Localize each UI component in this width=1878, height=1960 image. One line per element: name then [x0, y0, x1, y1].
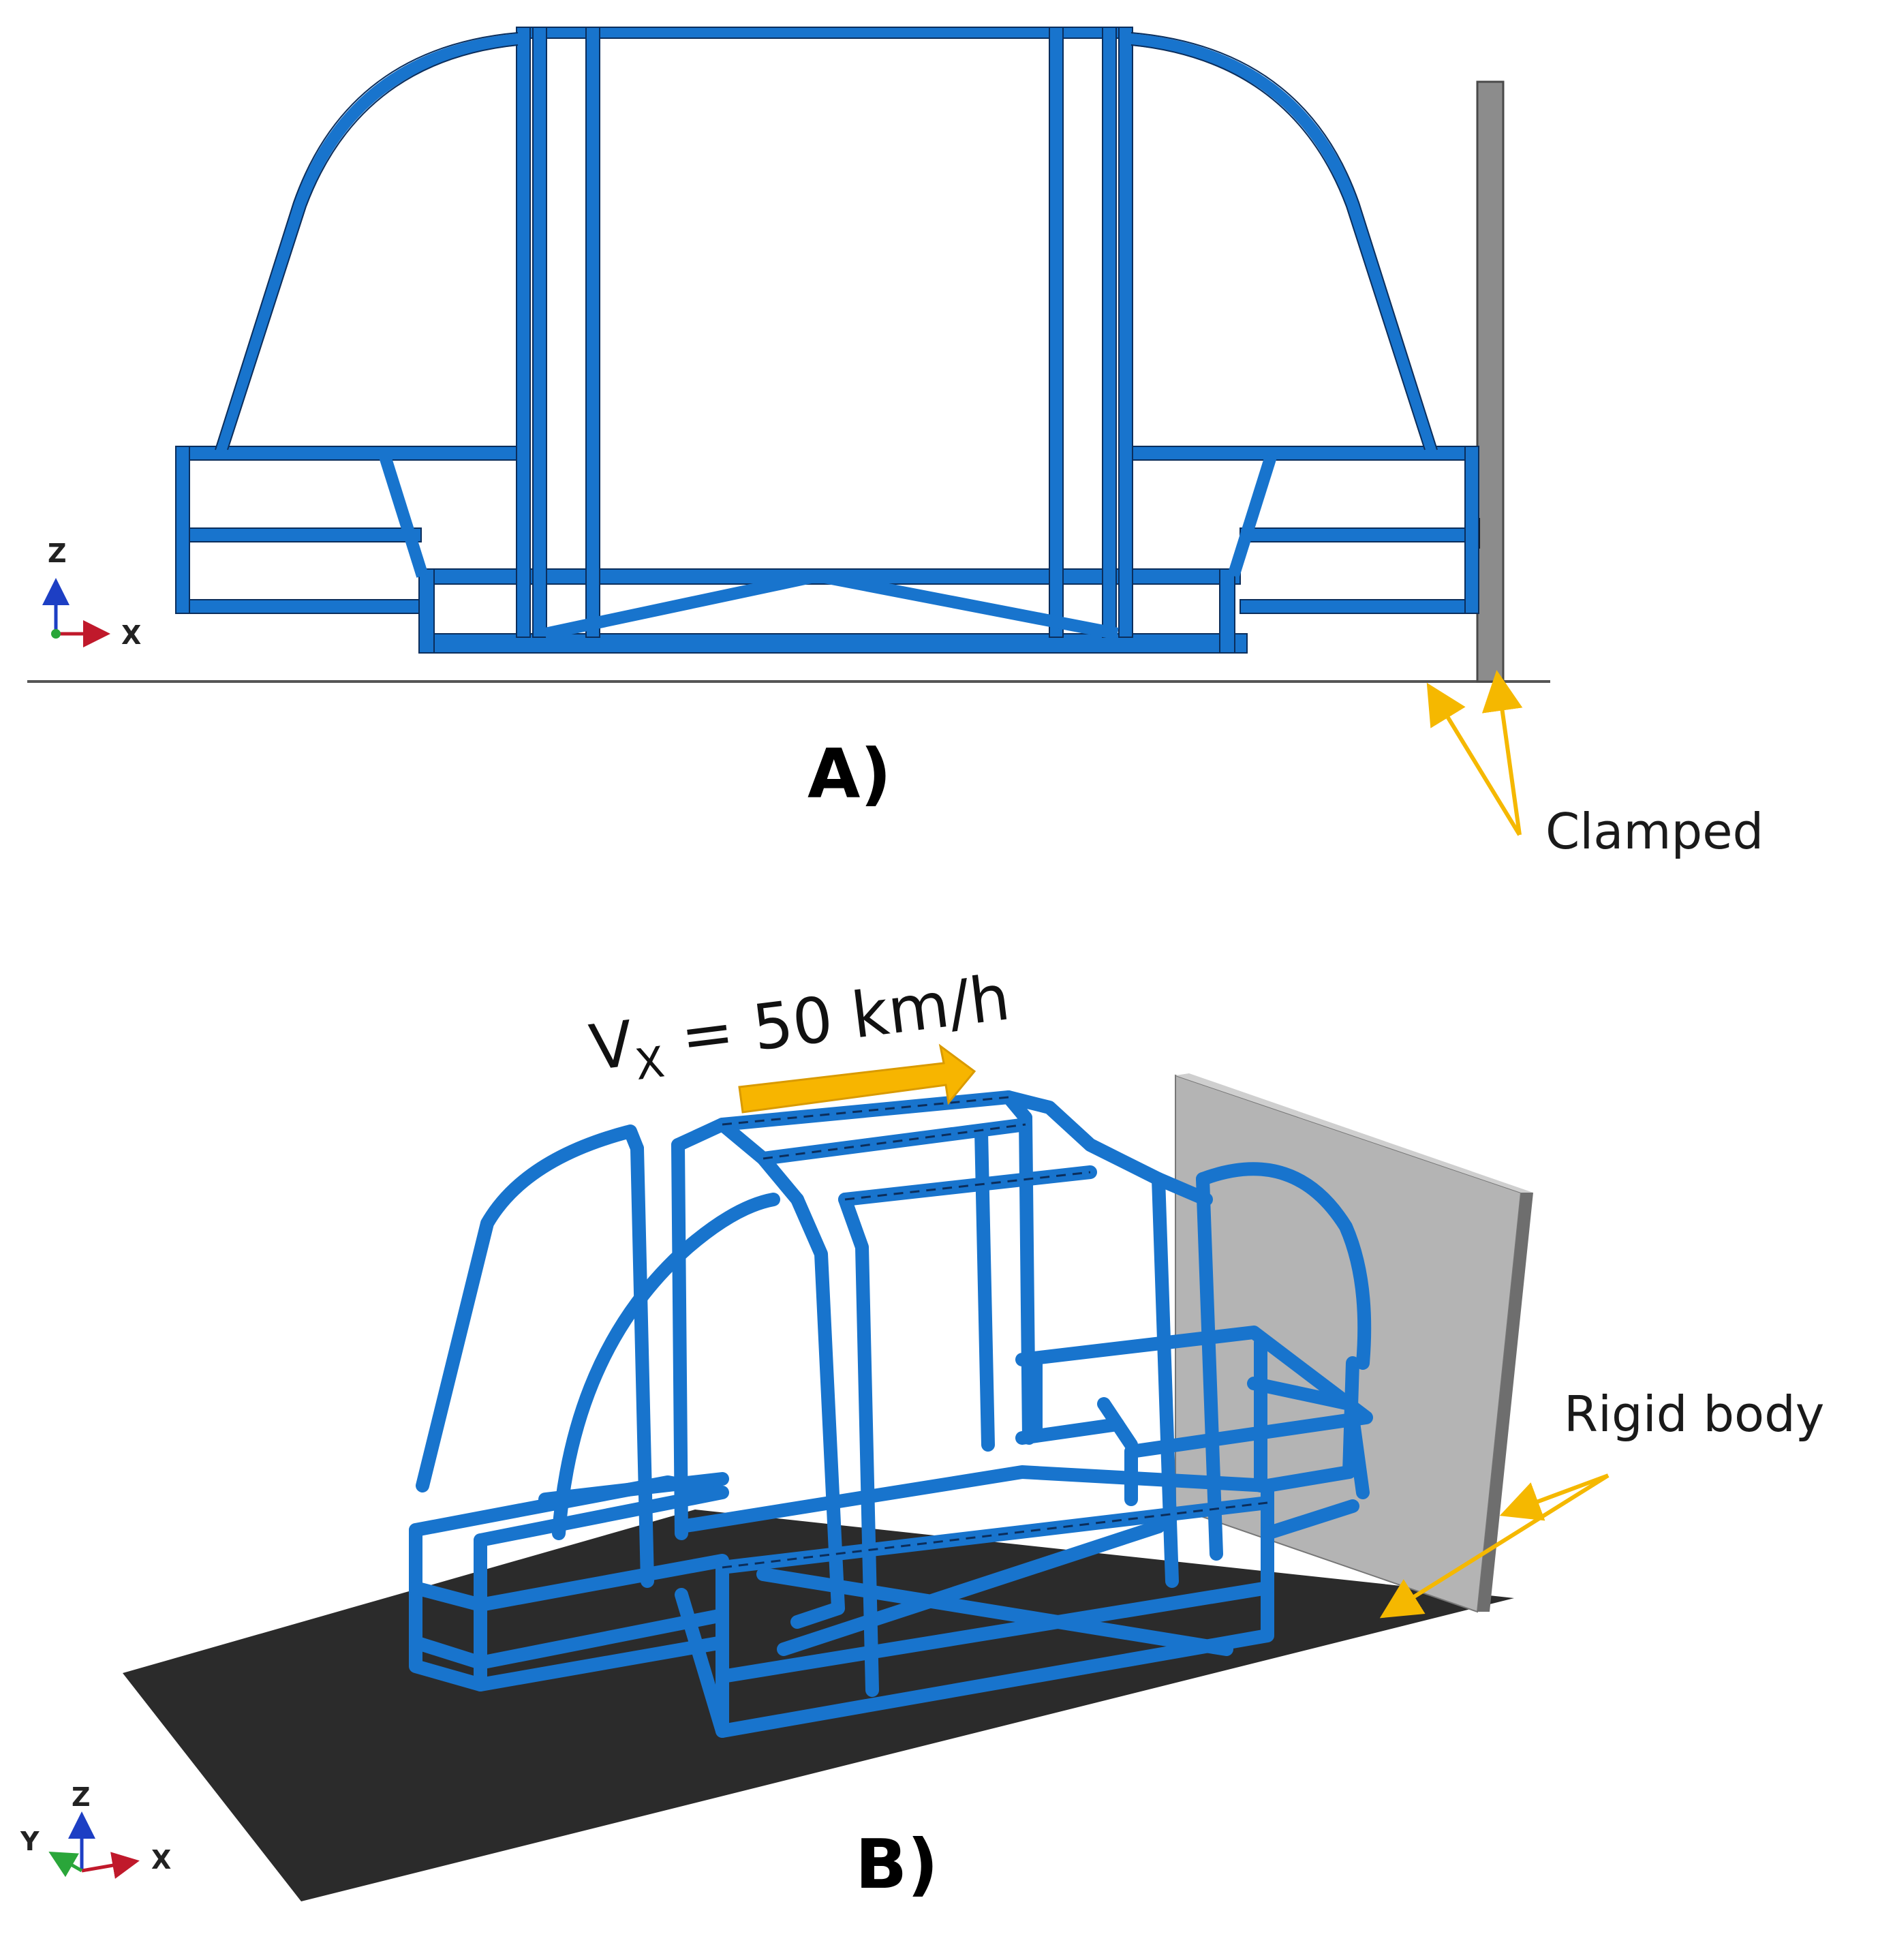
axis-b-x-label: X [151, 1845, 171, 1875]
panel-a: Z X A) Clamped [27, 27, 1764, 860]
rigid-wall-a [1476, 80, 1505, 683]
axis-triad-b: Z Y X [20, 1782, 171, 1879]
clamped-label: Clamped [1545, 803, 1764, 860]
velocity-subscript: X [632, 1037, 667, 1090]
velocity-arrow [738, 1043, 976, 1114]
velocity-value: = 50 km/h [657, 961, 1013, 1076]
clamped-annotation: Clamped [1426, 670, 1764, 860]
velocity-symbol: V [586, 1007, 638, 1085]
axis-b-z-label: Z [72, 1782, 91, 1812]
vehicle-frame-3d-view [409, 1090, 1373, 1738]
rigid-body-annotation: Rigid body [1379, 1385, 1824, 1619]
panel-b: VX = 50 km/h Z Y X B) Rigid body [20, 961, 1824, 1904]
axis-a-z-label: Z [48, 538, 67, 568]
velocity-annotation: VX = 50 km/h [586, 961, 1014, 1114]
axis-triad-a: Z X [42, 538, 141, 650]
vehicle-frame-side-view [175, 27, 1479, 654]
panel-a-label: A) [807, 734, 891, 814]
rigid-wall-b [1175, 1073, 1533, 1613]
panel-b-label: B) [855, 1824, 938, 1904]
rigid-body-label: Rigid body [1564, 1385, 1824, 1443]
axis-a-x-label: X [121, 620, 141, 650]
axis-b-y-label: Y [20, 1826, 40, 1856]
vehicle-frame-3d-edges [722, 1096, 1268, 1569]
ground-plane-b [123, 1510, 1514, 1901]
